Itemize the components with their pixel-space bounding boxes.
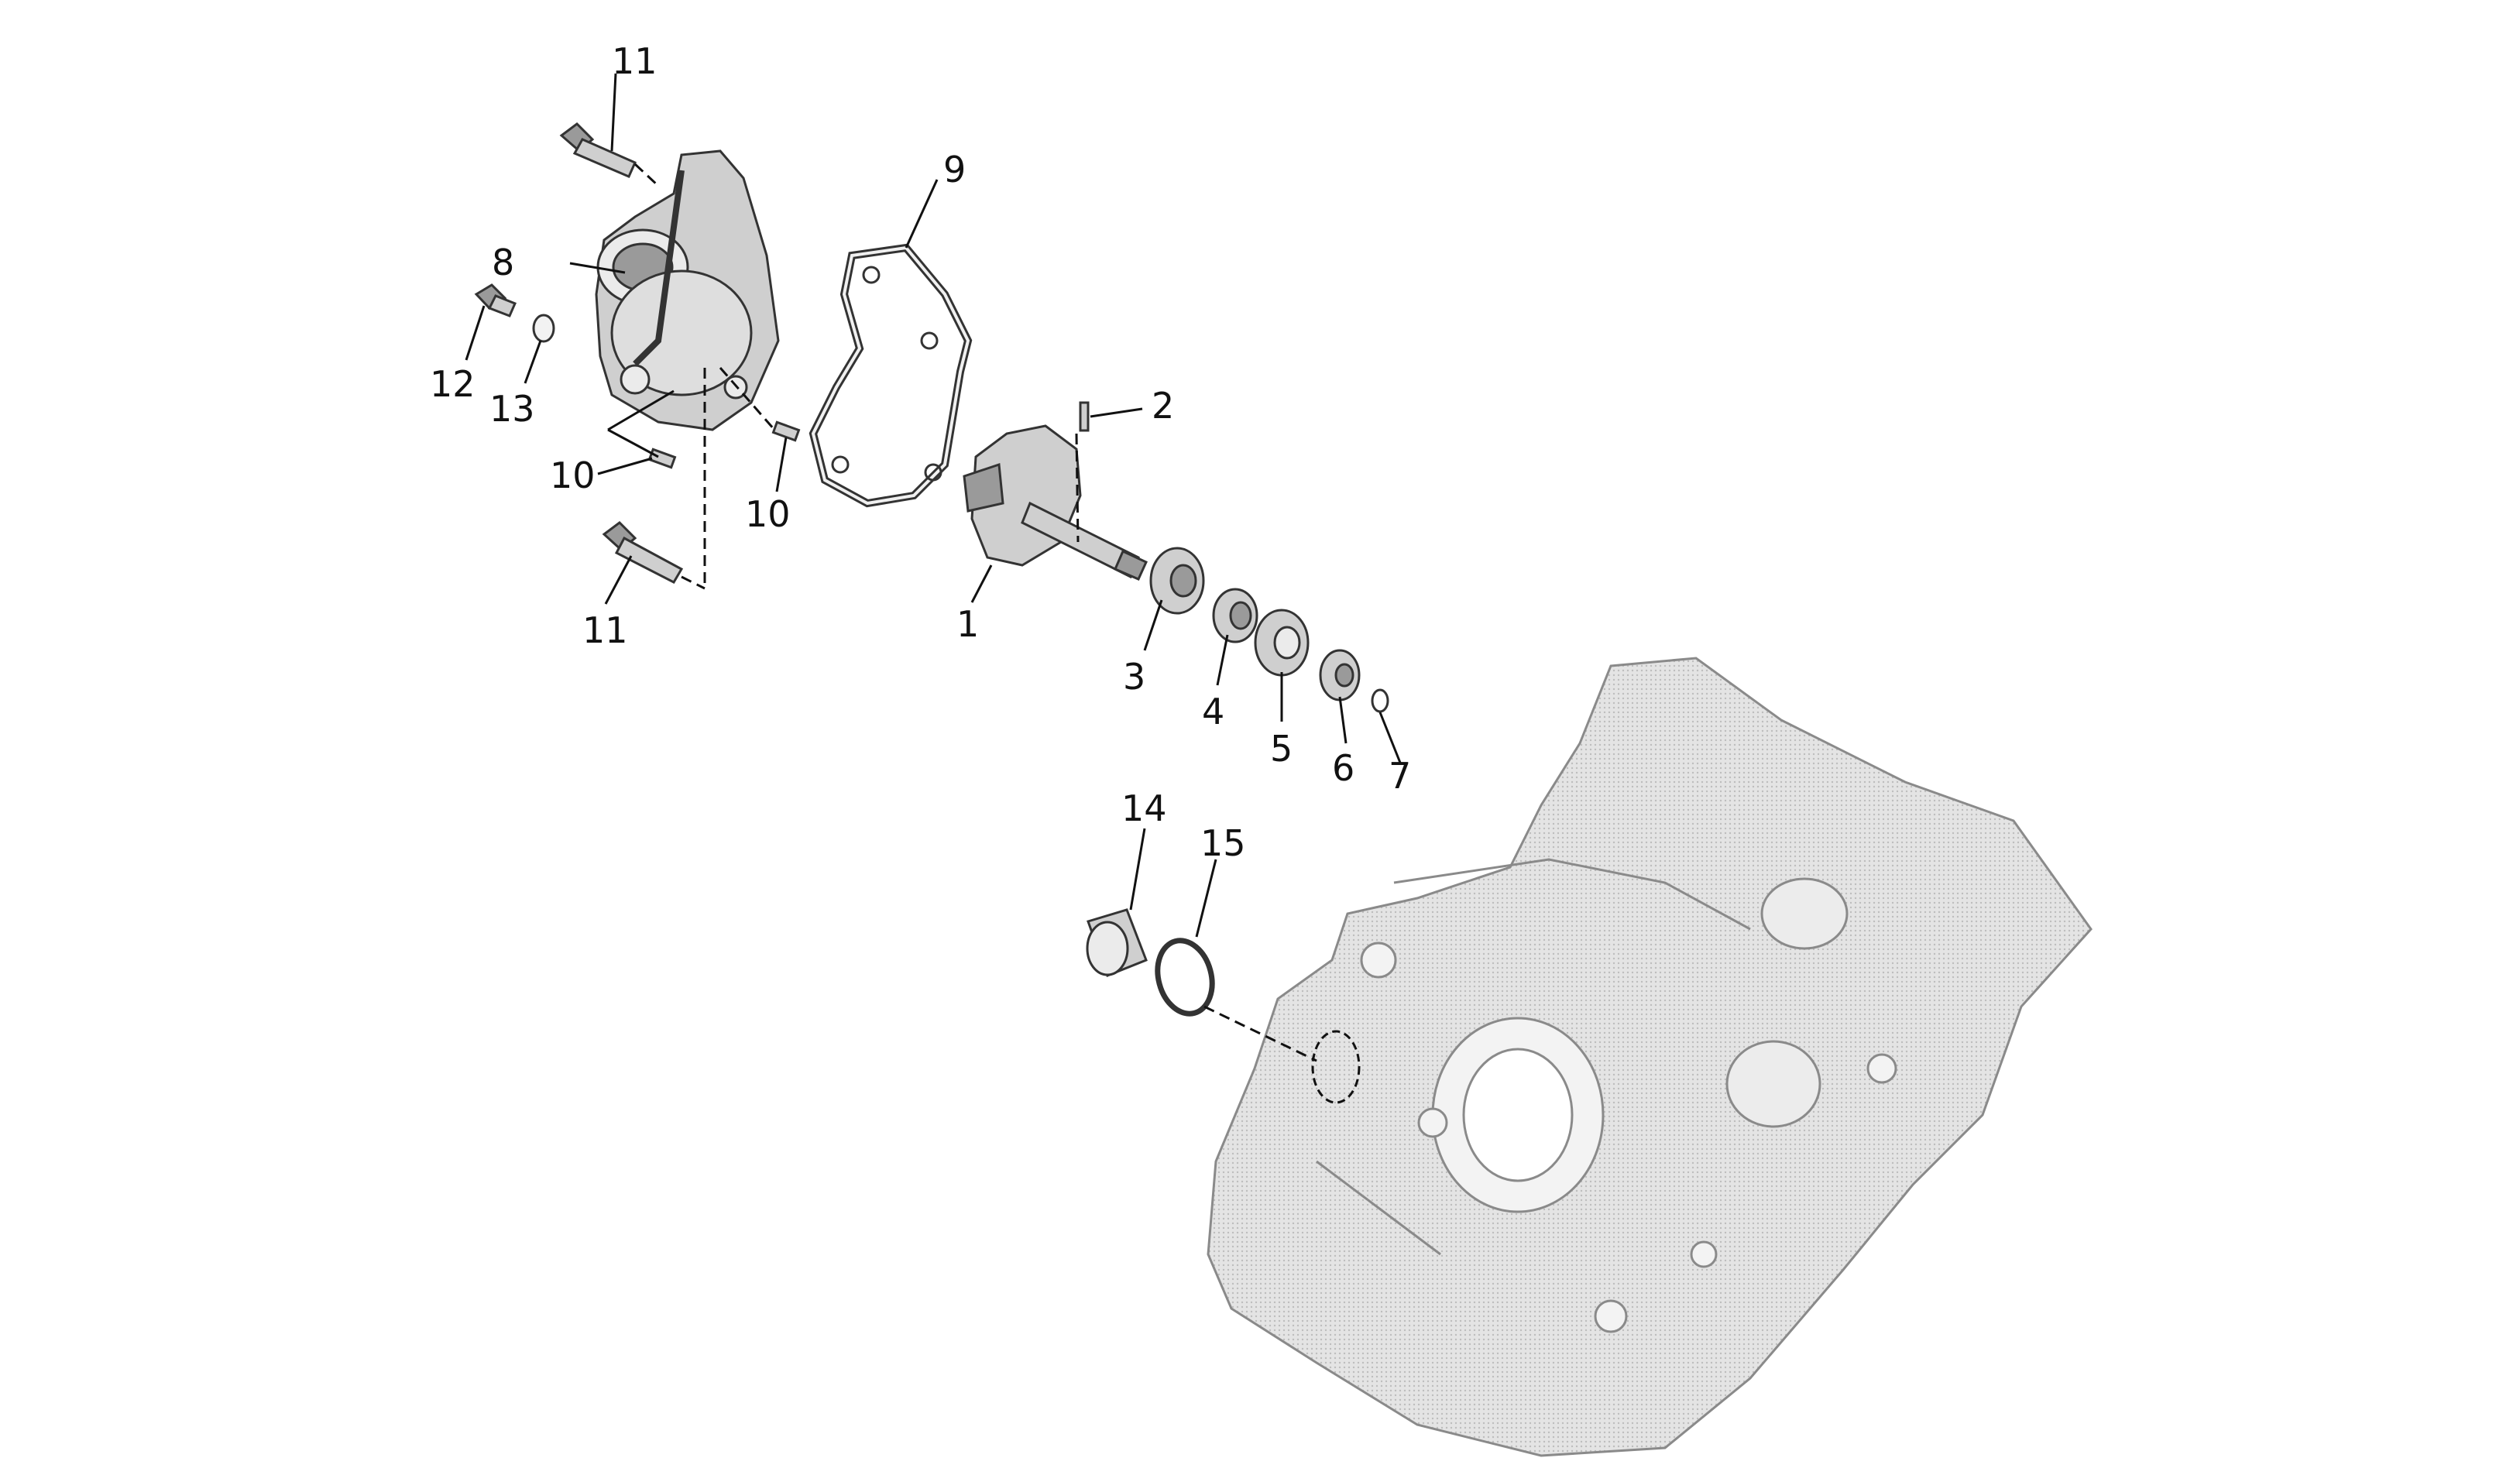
bolt-11-top (559, 122, 637, 178)
callout-3: 3 (1123, 656, 1145, 698)
callout-labels: 1 2 3 4 5 6 7 8 9 10 10 11 11 12 13 14 1… (430, 40, 1411, 864)
alignment-lines (607, 163, 1317, 1062)
shaft-pin (1079, 401, 1090, 432)
callout-8: 8 (492, 242, 514, 283)
callout-10-right: 10 (745, 493, 791, 535)
callout-11-top: 11 (612, 40, 657, 82)
callout-14: 14 (1121, 787, 1167, 829)
callout-13: 13 (489, 388, 535, 430)
callout-15: 15 (1200, 822, 1246, 864)
callout-1: 1 (956, 603, 979, 645)
callout-2: 2 (1152, 385, 1174, 427)
dowel-10-right (771, 420, 801, 442)
seal-6 (1319, 649, 1361, 701)
seal-4 (1212, 588, 1258, 643)
leader-lines (465, 73, 1402, 938)
callout-10-left: 10 (550, 455, 596, 496)
bolt-12 (474, 283, 517, 317)
dowel-10-left (647, 448, 677, 469)
pump-cover (595, 149, 780, 431)
bolt-11-bottom (602, 521, 684, 584)
bush-14 (1086, 908, 1148, 977)
pump-gasket (809, 243, 973, 508)
impeller-shaft (963, 424, 1148, 581)
callout-12: 12 (430, 363, 476, 405)
callout-9: 9 (943, 149, 966, 190)
callout-6: 6 (1332, 747, 1354, 789)
washer-13 (532, 314, 555, 343)
callout-4: 4 (1202, 691, 1224, 732)
bearing-5 (1254, 609, 1310, 677)
callout-7: 7 (1389, 755, 1411, 797)
callout-5: 5 (1270, 728, 1293, 770)
bearing-3 (1149, 547, 1205, 615)
callout-11-bottom: 11 (582, 609, 628, 651)
o-ring-15 (1155, 938, 1215, 1017)
crankcase-housing (1207, 657, 2093, 1457)
circlip-7 (1371, 688, 1389, 713)
